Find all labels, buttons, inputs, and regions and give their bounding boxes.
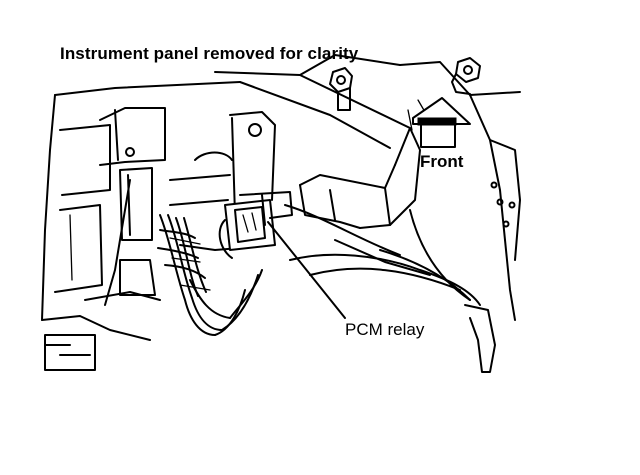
wire-harness — [157, 214, 263, 336]
pcm-relay-label: PCM relay — [345, 320, 425, 339]
diagram-title: Instrument panel removed for clarity — [60, 44, 359, 63]
a-pillar-panel — [399, 61, 521, 261]
pcm-relay — [218, 191, 293, 259]
bolt-left — [329, 67, 353, 111]
bolt-right — [451, 57, 481, 95]
pcm-relay-leader-line — [267, 221, 346, 319]
floor-hoses — [284, 204, 516, 373]
dashboard-structure — [41, 81, 241, 371]
front-arrow-icon — [412, 97, 471, 148]
steering-column-beam — [214, 54, 421, 229]
front-label: Front — [420, 152, 464, 171]
